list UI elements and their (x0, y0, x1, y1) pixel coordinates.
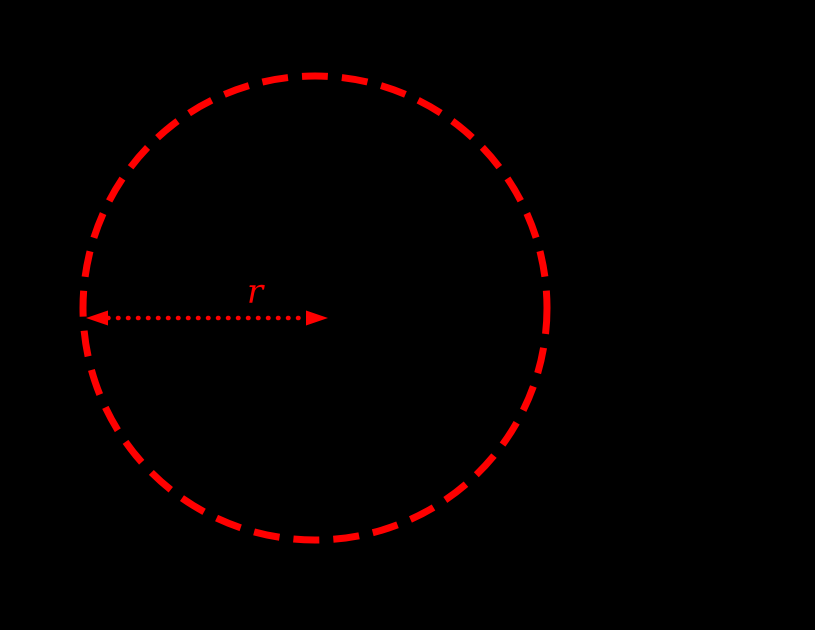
radius-arrowhead-right (306, 310, 328, 326)
radius-arrowhead-left (86, 310, 108, 326)
radius-label: r (247, 272, 265, 312)
dashed-circle (79, 72, 551, 544)
